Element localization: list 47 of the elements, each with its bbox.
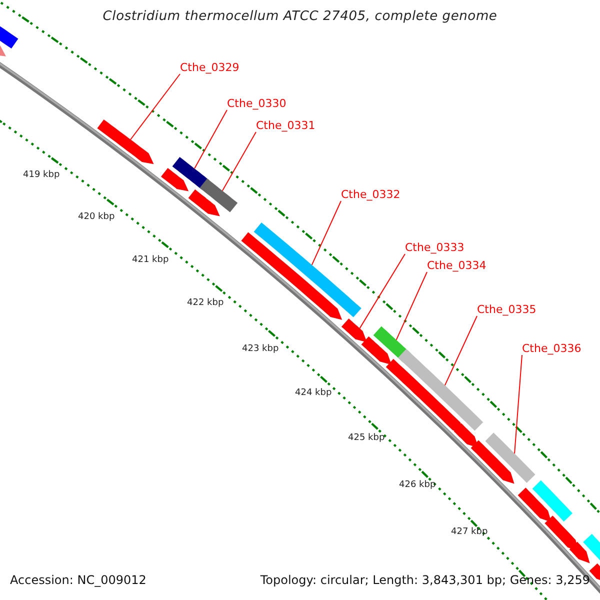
leader-line [514,354,522,454]
gene-bar [532,480,572,522]
scale-label: 426 kbp [399,480,436,490]
gene-bar [254,222,362,318]
gene-segment [470,440,514,484]
gene-label: Cthe_0332 [341,189,400,202]
gene-bar [200,178,238,212]
leader-line [194,110,228,170]
leader-line [311,200,342,266]
scale-label: 419 kbp [23,170,60,180]
gene-segment [188,189,220,216]
info-text: Accession: NC_009012 [10,574,146,588]
gene-bar [172,157,210,190]
gene-label: Cthe_0335 [477,304,536,317]
gene-segment [97,120,154,164]
gene-label: Cthe_0329 [180,62,240,75]
scale-label: 422 kbp [187,298,224,308]
gene-segment [544,516,579,552]
gene-label: Cthe_0330 [227,98,286,111]
gene-label: Cthe_0336 [522,343,582,356]
leader-line [222,132,256,192]
scale-label: 424 kbp [295,388,332,398]
gene-segment [569,542,590,564]
gene-bar [485,432,536,483]
gene-segment [361,336,392,365]
gene-segment [454,423,478,448]
gene-bar [398,349,484,431]
gene-segment [341,318,367,342]
leader-line [396,272,428,340]
scale-label: 421 kbp [132,255,169,266]
leader-line [359,254,406,329]
info-text: Topology: circular; Length: 3,843,301 bp; Genes: 3,259 [260,574,590,588]
gene-bar [583,534,600,562]
title: Clostridium thermocellum ATCC 27405, complete genome [102,10,498,25]
scale-label: 423 kbp [242,344,279,354]
leader-line [130,74,180,140]
gene-label: Cthe_0331 [256,120,316,133]
gene-label: Cthe_0334 [427,260,486,273]
gene-segment [161,168,189,192]
gene-label: Cthe_0333 [405,242,464,255]
scale-label: 425 kbp [348,433,385,444]
leader-line [444,316,478,386]
scale-label: 420 kbp [78,212,115,222]
scale-label: 427 kbp [451,527,488,538]
gene-segment [241,232,342,320]
gene-segment [518,488,552,522]
gene-segment [589,563,600,583]
